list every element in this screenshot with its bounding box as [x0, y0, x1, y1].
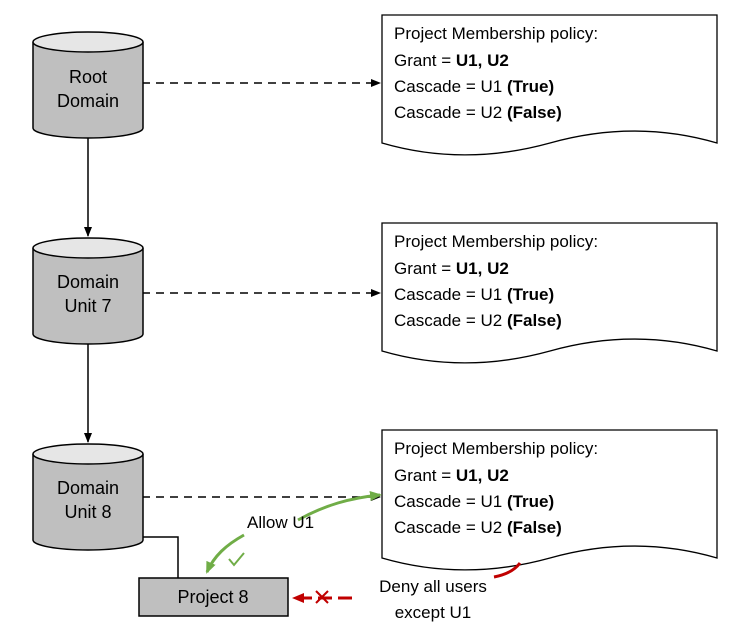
project-8-label: Project 8 — [177, 587, 248, 607]
policy-cascade-u2: Cascade = U2 (False) — [394, 518, 562, 537]
project-8: Project 8 — [138, 577, 289, 617]
allow-arrow-to-project — [205, 533, 245, 574]
allow-label: Allow U1 — [247, 513, 314, 532]
cross-icon — [315, 590, 329, 604]
check-icon — [228, 552, 245, 567]
policy-cascade-u1: Cascade = U1 (True) — [394, 77, 554, 96]
deny-label-line2: except U1 — [395, 603, 472, 622]
domain-unit7-line2: Unit 7 — [64, 296, 111, 316]
policy-grant: Grant = U1, U2 — [394, 259, 509, 278]
policy-document-root: Project Membership policy: Grant = U1, U… — [381, 14, 718, 156]
policy-title: Project Membership policy: — [394, 24, 598, 43]
policy-cascade-u1: Cascade = U1 (True) — [394, 285, 554, 304]
policy-cascade-u2: Cascade = U2 (False) — [394, 311, 562, 330]
domain-root: Root Domain — [32, 31, 144, 139]
policy-cascade-u1: Cascade = U1 (True) — [394, 492, 554, 511]
policy-grant: Grant = U1, U2 — [394, 466, 509, 485]
deny-curve — [493, 562, 522, 579]
domain-unit-8: Domain Unit 8 — [32, 443, 144, 551]
domain-root-line2: Domain — [57, 91, 119, 111]
domain-unit8-line1: Domain — [57, 478, 119, 498]
policy-grant: Grant = U1, U2 — [394, 51, 509, 70]
deny-label-line1: Deny all users — [379, 577, 487, 596]
domain-unit7-line1: Domain — [57, 272, 119, 292]
policy-title: Project Membership policy: — [394, 439, 598, 458]
policy-document-unit8: Project Membership policy: Grant = U1, U… — [381, 429, 718, 571]
allow-arrow-to-policy — [297, 491, 382, 522]
policy-title: Project Membership policy: — [394, 232, 598, 251]
domain-unit-7: Domain Unit 7 — [32, 237, 144, 345]
policy-document-unit7: Project Membership policy: Grant = U1, U… — [381, 222, 718, 364]
domain-unit8-line2: Unit 8 — [64, 502, 111, 522]
domain-root-line1: Root — [69, 67, 107, 87]
policy-cascade-u2: Cascade = U2 (False) — [394, 103, 562, 122]
connector-unit8-to-project8 — [142, 536, 179, 578]
